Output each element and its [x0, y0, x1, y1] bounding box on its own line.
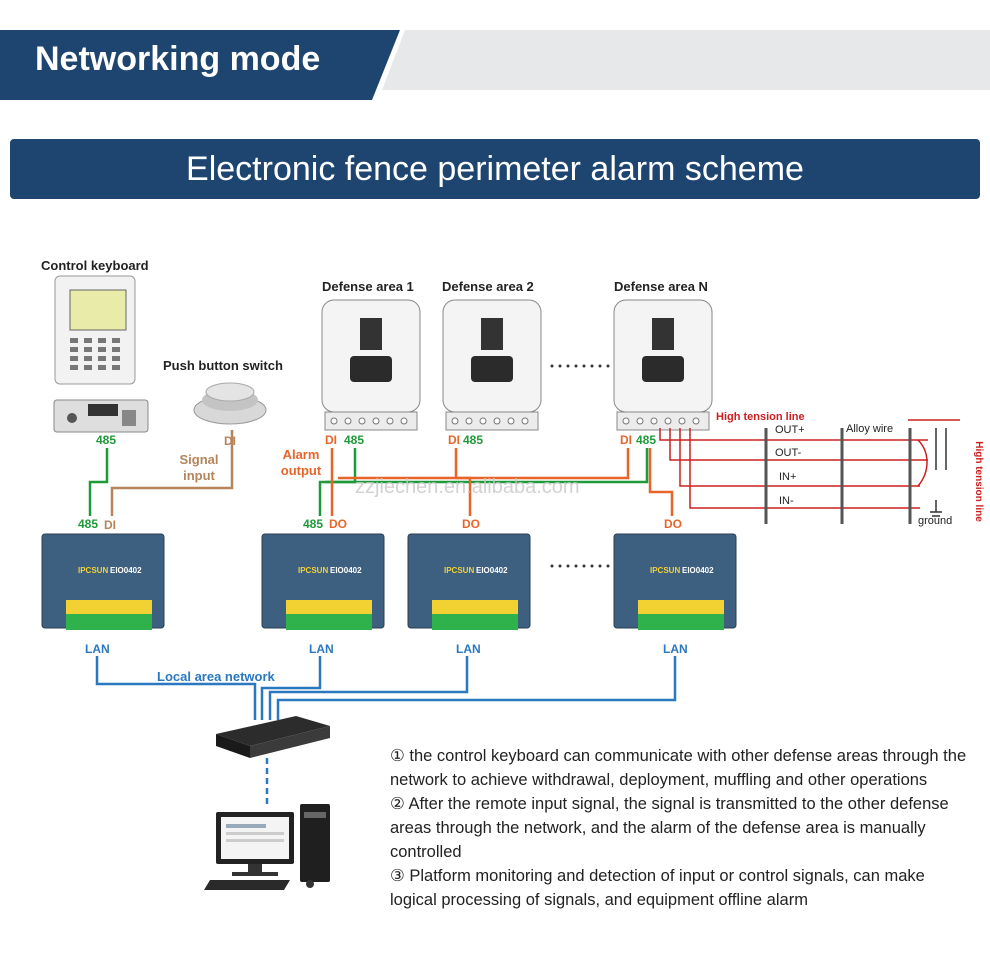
header-banner	[0, 30, 990, 100]
defense-area-n-label: Defense area N	[614, 279, 708, 294]
computer-workstation	[204, 804, 330, 890]
defense-area-2-label: Defense area 2	[442, 279, 534, 294]
module-4-model: EIO0402	[682, 566, 714, 575]
module-3-brand: IPCSUN	[444, 566, 475, 575]
high-tension-line-label: High tension line	[716, 411, 805, 423]
area1-485-port: 485	[344, 433, 365, 447]
page-title: Networking mode	[35, 40, 321, 78]
push-button-label: Push button switch	[163, 358, 283, 373]
defense-controller-1	[321, 299, 421, 431]
defense-controller-2	[442, 299, 542, 431]
arean-485-port: 485	[636, 433, 657, 447]
network-switch	[216, 716, 330, 758]
module1-di-port: DI	[104, 518, 116, 532]
module4-lan-port: LAN	[663, 642, 688, 656]
alloy-wire-label: Alloy wire	[846, 423, 894, 435]
io-module-4	[613, 533, 737, 630]
module1-485-port: 485	[78, 517, 99, 531]
ellipsis-top	[550, 364, 610, 368]
module1-lan-port: LAN	[85, 642, 110, 656]
module2-lan-port: LAN	[309, 642, 334, 656]
module-2-model: EIO0402	[330, 566, 362, 575]
ellipsis-middle	[550, 564, 610, 568]
module2-485-port: 485	[303, 517, 324, 531]
push-button-di-port: DI	[224, 434, 236, 448]
control-keyboard-label: Control keyboard	[41, 258, 149, 273]
scheme-title: Electronic fence perimeter alarm scheme	[10, 139, 980, 199]
area2-485-port: 485	[463, 433, 484, 447]
note-1: ① the control keyboard can communicate w…	[390, 747, 967, 789]
defense-controller-n	[613, 299, 713, 431]
module2-do-port: DO	[329, 517, 347, 531]
io-module-2	[261, 533, 385, 630]
watermark: zzjiechen.en.alibaba.com	[355, 476, 580, 498]
in-plus-label: IN+	[779, 471, 797, 483]
notes: ① the control keyboard can communicate w…	[390, 744, 970, 912]
module-1-brand: IPCSUN	[78, 566, 109, 575]
note-2: ② After the remote input signal, the sig…	[390, 795, 949, 861]
local-network-label: Local area network	[157, 669, 275, 684]
push-button-device	[193, 382, 267, 425]
module-2-brand: IPCSUN	[298, 566, 329, 575]
arean-di-port: DI	[620, 433, 632, 447]
in-minus-label: IN-	[779, 495, 794, 507]
io-module-3	[407, 533, 531, 630]
module-3-model: EIO0402	[476, 566, 508, 575]
out-minus-label: OUT-	[775, 447, 802, 459]
area2-di-port: DI	[448, 433, 460, 447]
module3-lan-port: LAN	[456, 642, 481, 656]
area1-di-port: DI	[325, 433, 337, 447]
module-1-model: EIO0402	[110, 566, 142, 575]
note-3: ③ Platform monitoring and detection of i…	[390, 867, 925, 909]
high-tension-line-vertical-label: High tension line	[972, 441, 984, 522]
io-module-1	[41, 533, 165, 630]
control-keyboard-device	[53, 275, 149, 433]
module4-do-port: DO	[664, 517, 682, 531]
alarm-output-label: Alarm output	[280, 447, 322, 478]
module3-do-port: DO	[462, 517, 480, 531]
out-plus-label: OUT+	[775, 424, 805, 436]
keyboard-485-port: 485	[96, 433, 117, 447]
signal-input-label: Signal input	[179, 452, 219, 483]
module-4-brand: IPCSUN	[650, 566, 681, 575]
ground-label: ground	[918, 515, 953, 527]
defense-area-1-label: Defense area 1	[322, 279, 414, 294]
